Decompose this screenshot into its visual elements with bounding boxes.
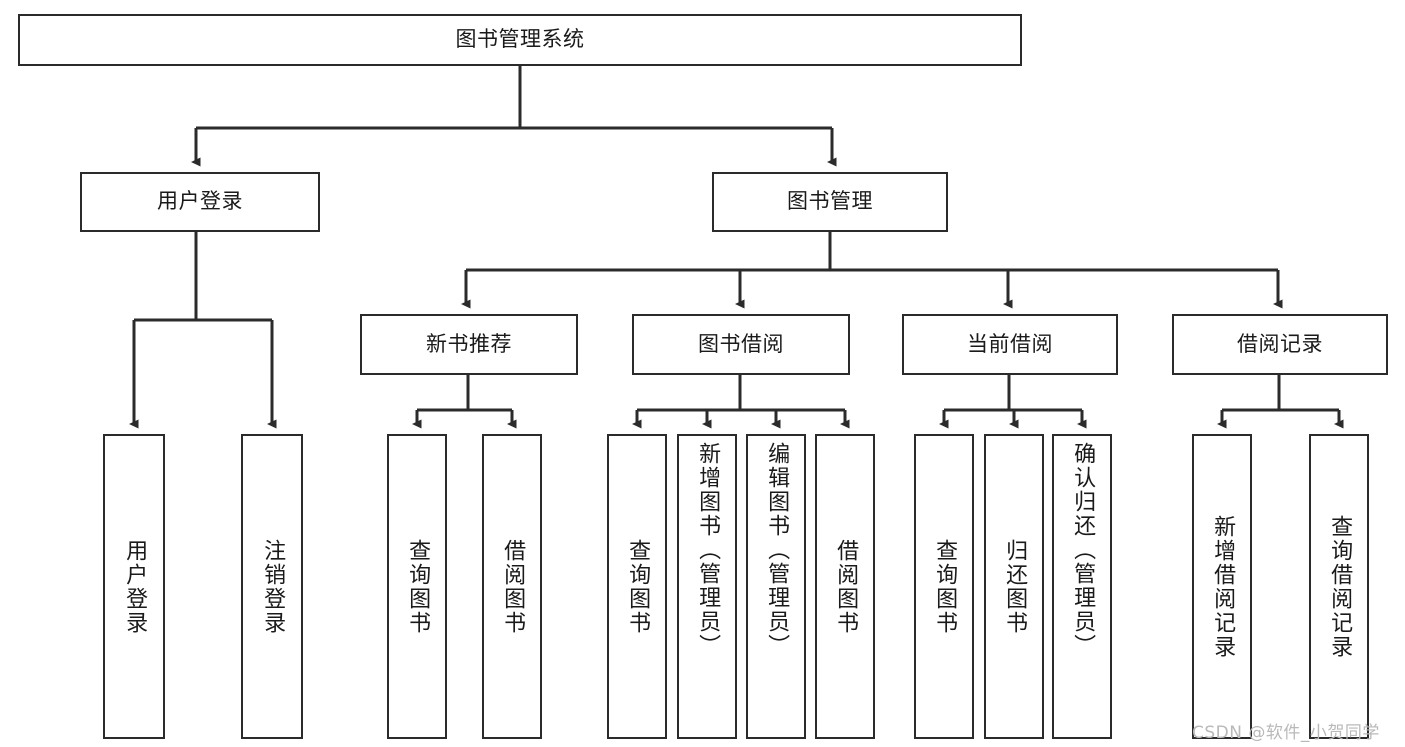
- node-label: 新增图书（管理员）: [695, 442, 721, 658]
- node-label: 新书推荐: [426, 331, 512, 356]
- node-label: 编辑图书（管理员）: [764, 442, 790, 658]
- node-label: 图书管理系统: [455, 27, 585, 52]
- node-user-login[interactable]: 用户登录: [80, 172, 320, 232]
- node-label: 借阅记录: [1237, 331, 1323, 356]
- node-label: 借阅图书: [500, 538, 526, 635]
- leaf-query-book-1[interactable]: 查询图书: [387, 434, 447, 739]
- node-label: 新增借阅记录: [1210, 514, 1236, 659]
- node-label: 确认归还（管理员）: [1070, 442, 1096, 658]
- node-label: 当前借阅: [967, 331, 1053, 356]
- leaf-add-borrow-record[interactable]: 新增借阅记录: [1192, 434, 1252, 739]
- node-label: 查询借阅记录: [1327, 514, 1353, 659]
- node-current-borrow[interactable]: 当前借阅: [902, 314, 1118, 375]
- node-label: 注销登录: [260, 538, 286, 635]
- leaf-confirm-return-admin[interactable]: 确认归还（管理员）: [1052, 434, 1112, 739]
- node-label: 查询图书: [932, 538, 958, 635]
- node-label: 借阅图书: [833, 538, 859, 635]
- node-label: 图书借阅: [698, 331, 784, 356]
- leaf-borrow-book-1[interactable]: 借阅图书: [482, 434, 542, 739]
- node-new-book-recommend[interactable]: 新书推荐: [360, 314, 578, 375]
- node-book-borrow[interactable]: 图书借阅: [632, 314, 850, 375]
- csdn-watermark: CSDN @软件_小贺同学: [1192, 723, 1380, 743]
- leaf-borrow-book-2[interactable]: 借阅图书: [815, 434, 875, 739]
- node-borrow-record[interactable]: 借阅记录: [1172, 314, 1388, 375]
- node-label: 查询图书: [405, 538, 431, 635]
- node-book-management[interactable]: 图书管理: [712, 172, 948, 232]
- leaf-edit-book-admin[interactable]: 编辑图书（管理员）: [746, 434, 806, 739]
- node-label: 归还图书: [1002, 538, 1028, 635]
- leaf-return-book[interactable]: 归还图书: [984, 434, 1044, 739]
- node-label: 图书管理: [787, 189, 873, 214]
- leaf-query-book-3[interactable]: 查询图书: [914, 434, 974, 739]
- node-label: 查询图书: [625, 538, 651, 635]
- leaf-add-book-admin[interactable]: 新增图书（管理员）: [677, 434, 737, 739]
- node-label: 用户登录: [122, 538, 148, 635]
- leaf-logout-login[interactable]: 注销登录: [241, 434, 303, 739]
- leaf-query-borrow-record[interactable]: 查询借阅记录: [1309, 434, 1369, 739]
- leaf-user-login[interactable]: 用户登录: [103, 434, 165, 739]
- leaf-query-book-2[interactable]: 查询图书: [607, 434, 667, 739]
- node-book-management-system[interactable]: 图书管理系统: [18, 14, 1022, 66]
- node-label: 用户登录: [157, 189, 243, 214]
